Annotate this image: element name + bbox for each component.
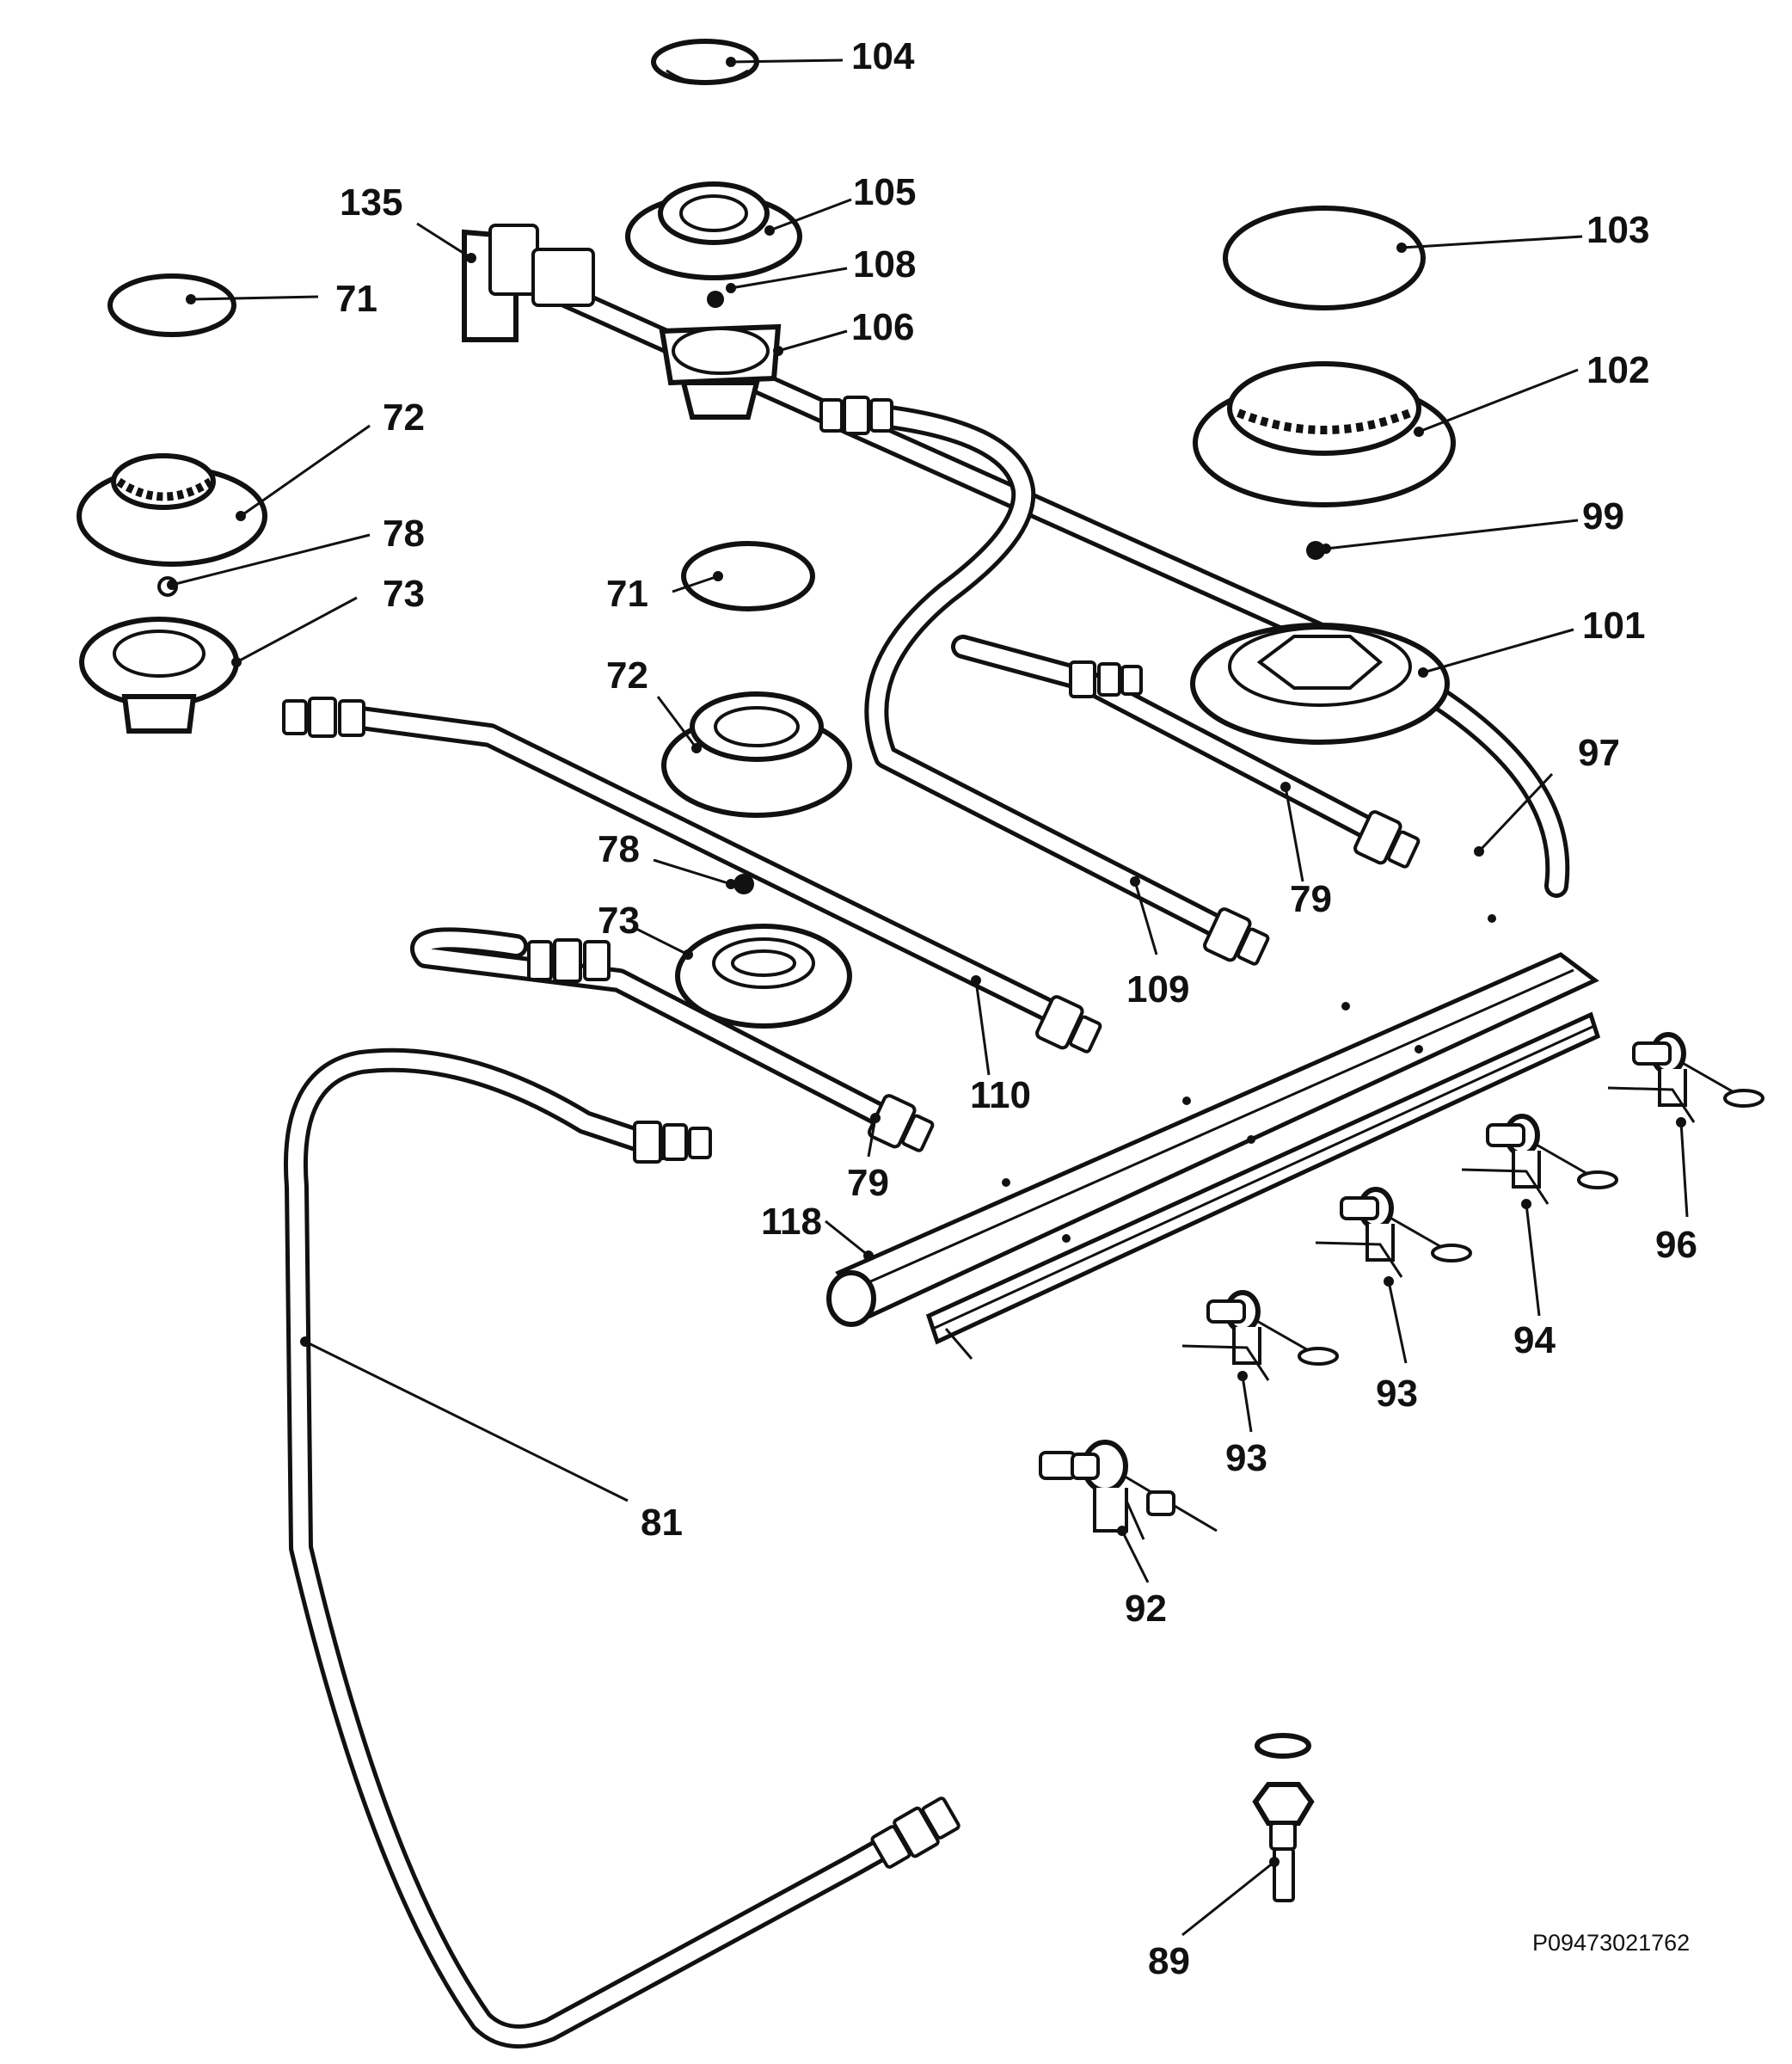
part-108-nut [707, 291, 724, 308]
callout-72-left: 72 [383, 396, 425, 439]
callout-89: 89 [1148, 1940, 1190, 1982]
callout-102: 102 [1586, 349, 1649, 391]
callout-135: 135 [340, 181, 402, 224]
callout-99: 99 [1582, 495, 1624, 538]
supply-pipe-81 [284, 1047, 932, 2049]
part-94-gas-tap [1461, 1114, 1618, 1205]
manifold-rail [826, 914, 1601, 1360]
callout-81: 81 [641, 1502, 683, 1544]
burner-pipe-109 [856, 402, 1250, 949]
callout-110: 110 [970, 1074, 1031, 1116]
part-106-burner-base [659, 323, 782, 420]
callout-97: 97 [1578, 732, 1620, 774]
callout-92: 92 [1125, 1588, 1167, 1630]
callout-79-right: 79 [1290, 878, 1332, 920]
callout-73-left: 73 [383, 573, 425, 615]
part-93-gas-tap-left [1181, 1290, 1339, 1381]
callout-72-center: 72 [606, 654, 648, 697]
part-92-gas-tap [1039, 1440, 1218, 1540]
part-103-cap [1223, 206, 1426, 310]
part-89-connector [1252, 1733, 1315, 1902]
callout-106: 106 [851, 306, 914, 348]
callout-109: 109 [1126, 968, 1189, 1010]
part-71-cap-center [681, 541, 815, 611]
part-101-burner-base [1190, 623, 1450, 745]
leader-lines [167, 57, 1689, 1937]
part-96-gas-tap [1607, 1032, 1764, 1123]
part-93-gas-tap-right [1315, 1187, 1472, 1278]
part-71-cap-left [107, 273, 236, 337]
part-73-burner-base-center [675, 924, 852, 1029]
callout-73-center: 73 [598, 900, 640, 942]
part-99-nut [1306, 541, 1325, 560]
part-73-burner-base-left [79, 617, 239, 734]
part-104-cap [651, 39, 759, 85]
callout-93-right: 93 [1376, 1373, 1418, 1415]
callout-78-left: 78 [383, 513, 425, 555]
callout-71-left: 71 [335, 278, 377, 320]
callout-93-left: 93 [1225, 1437, 1267, 1479]
callout-71-center: 71 [606, 573, 648, 615]
callout-103: 103 [1586, 209, 1649, 251]
burner-pipe-110 [349, 706, 1078, 1031]
part-105-burner-head [625, 181, 802, 280]
callout-104: 104 [851, 35, 915, 77]
callout-96: 96 [1655, 1224, 1697, 1266]
part-78-nut-center [733, 874, 754, 894]
drawing-code: P09473021762 [1532, 1930, 1690, 1956]
callout-108: 108 [853, 243, 916, 286]
callout-78-center: 78 [598, 828, 640, 870]
part-102-burner-head [1193, 361, 1456, 507]
part-72-burner-head-center [661, 691, 852, 818]
part-72-burner-head-left [77, 453, 267, 567]
callout-79-left: 79 [847, 1162, 889, 1204]
callout-labels: 104 105 108 106 135 71 103 102 99 72 78 … [335, 35, 1697, 1982]
callout-101: 101 [1582, 605, 1645, 647]
callout-94: 94 [1513, 1319, 1556, 1361]
part-135-inlet-elbow [462, 224, 595, 342]
callout-118: 118 [761, 1201, 822, 1243]
callout-105: 105 [853, 171, 916, 213]
